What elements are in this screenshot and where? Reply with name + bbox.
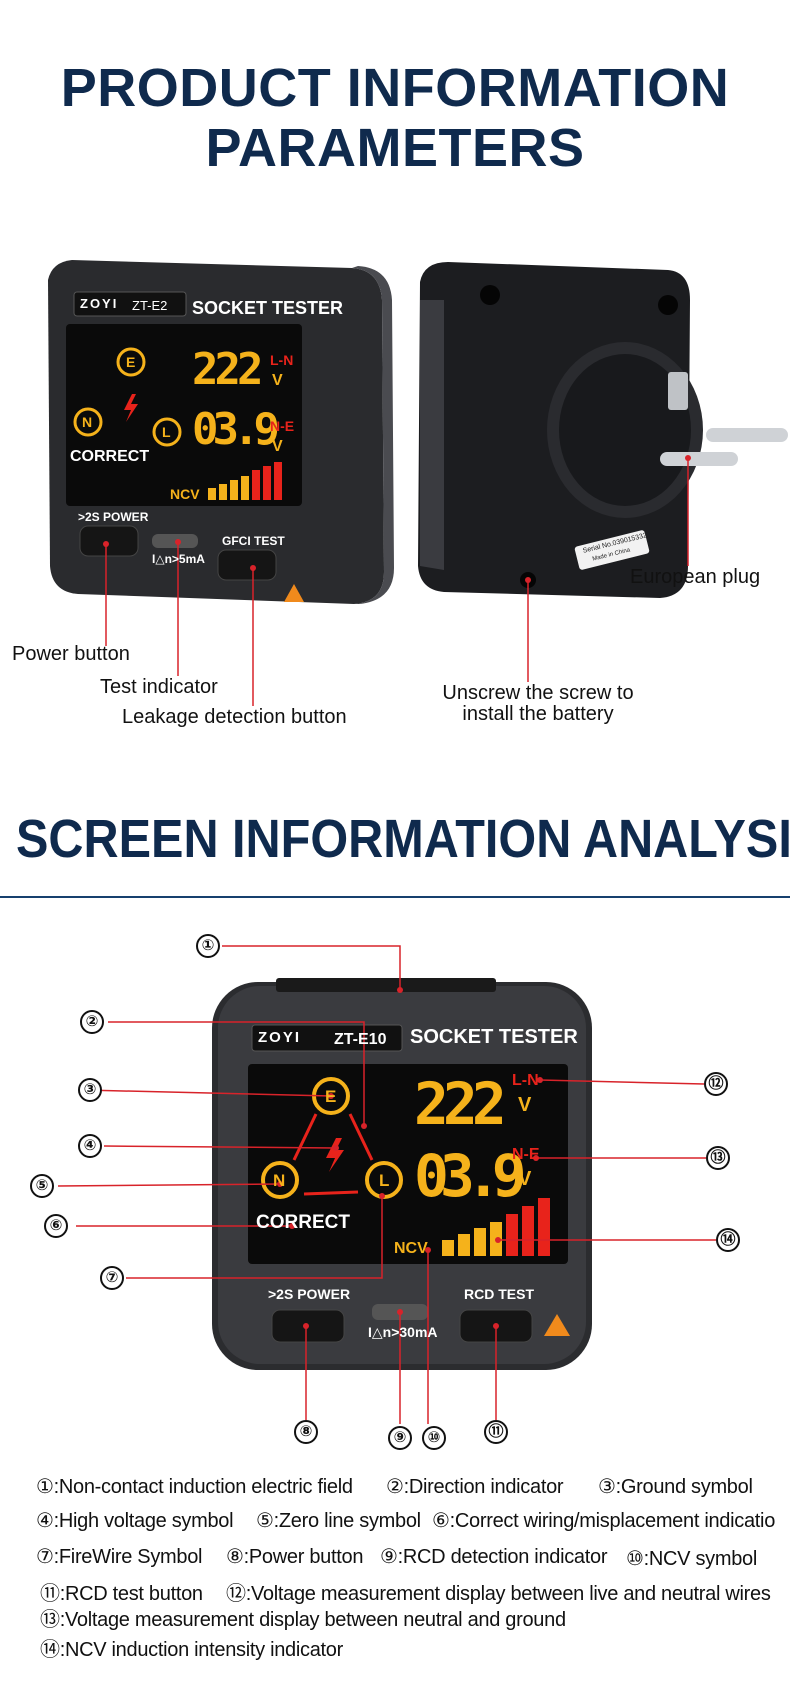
front-leak-label: I△n>5mA — [152, 552, 205, 566]
legend-item-14: ⑭:NCV induction intensity indicator — [40, 1639, 343, 1661]
front-status: CORRECT — [70, 448, 150, 465]
screen-reading-ne: 03.9 — [414, 1142, 527, 1210]
marker-7: ⑦ — [100, 1266, 124, 1290]
section-divider — [0, 896, 790, 898]
front-ncv-bars — [208, 462, 282, 500]
product-callout-lines — [105, 458, 689, 706]
front-reading-ne: 03.9 — [192, 404, 280, 455]
marker-8: ⑧ — [294, 1420, 318, 1444]
front-neutral-letter: N — [82, 414, 93, 430]
legend-item-2: ②:Direction indicator — [386, 1476, 564, 1498]
marker-14: ⑭ — [716, 1228, 740, 1252]
screen-neutral-icon — [261, 1161, 299, 1199]
marker-10: ⑩ — [422, 1426, 446, 1450]
legend-item-11: ⑪:RCD test button — [40, 1583, 203, 1605]
front-neutral-icon — [73, 407, 103, 437]
screen-label-ne: N-E — [512, 1146, 540, 1163]
callout-leakage-button: Leakage detection button — [122, 706, 347, 728]
legend-item-3: ③:Ground symbol — [598, 1476, 753, 1498]
marker-11: ⑪ — [484, 1420, 508, 1444]
front-warning-icon — [284, 584, 304, 602]
marker-5: ⑤ — [30, 1174, 54, 1198]
marker-3: ③ — [78, 1078, 102, 1102]
front-ncv-label: NCV — [170, 486, 200, 502]
callout-test-indicator: Test indicator — [100, 676, 218, 698]
screen-leak-label: I△n>30mA — [368, 1324, 438, 1340]
screen-reading-ln: 222 — [414, 1070, 507, 1138]
product-title-line2: PARAMETERS — [205, 118, 585, 178]
legend-item-13: ⑬:Voltage measurement display between ne… — [40, 1609, 566, 1631]
front-high-voltage-icon — [124, 394, 138, 422]
screen-neutral-letter: N — [273, 1171, 286, 1190]
marker-6: ⑥ — [44, 1214, 68, 1238]
screen-high-voltage-icon — [326, 1138, 344, 1172]
legend-item-7: ⑦:FireWire Symbol — [36, 1546, 203, 1568]
front-brand: ZOYI — [80, 296, 119, 311]
front-brand-plate — [73, 291, 187, 317]
screen-live-letter: L — [379, 1171, 390, 1190]
marker-13: ⑬ — [706, 1146, 730, 1170]
european-plug-pins — [660, 372, 788, 466]
callout-battery-line1: Unscrew the screw to — [442, 682, 634, 704]
front-power-button[interactable] — [79, 525, 139, 557]
front-test-indicator — [152, 534, 198, 548]
front-gfci-test-button[interactable] — [217, 549, 277, 581]
legend-item-4: ④:High voltage symbol — [36, 1510, 234, 1532]
front-label-ln: L-N — [270, 352, 294, 368]
front-live-letter: L — [162, 424, 171, 440]
front-test-label: GFCI TEST — [222, 534, 285, 548]
front-ground-letter: E — [126, 354, 136, 370]
legend-item-9: ⑨:RCD detection indicator — [380, 1546, 608, 1568]
back-tester-housing — [418, 262, 703, 598]
marker-2: ② — [80, 1010, 104, 1034]
screen-warning-icon — [544, 1314, 570, 1336]
front-unit-1: V — [272, 372, 283, 389]
marker-12: ⑫ — [704, 1072, 728, 1096]
legend-item-10: ⑩:NCV symbol — [626, 1548, 758, 1570]
screen-model: ZT-E10 — [334, 1031, 387, 1048]
front-unit-2: V — [272, 438, 283, 455]
product-title-line1: PRODUCT INFORMATION — [60, 58, 730, 118]
screen-status: CORRECT — [256, 1212, 350, 1233]
legend-item-12: ⑫:Voltage measurement display between li… — [226, 1583, 771, 1605]
legend-item-8: ⑧:Power button — [226, 1546, 364, 1568]
legend-item-1: ①:Non-contact induction electric field — [36, 1476, 353, 1498]
serial-label — [574, 530, 650, 570]
front-tester-housing — [48, 260, 394, 604]
marker-4: ④ — [78, 1134, 102, 1158]
legend-item-5: ⑤:Zero line symbol — [256, 1510, 421, 1532]
front-ground-icon — [116, 347, 146, 377]
screen-ncv-label: NCV — [394, 1240, 428, 1257]
front-power-label: >2S POWER — [78, 510, 149, 524]
screen-power-label: >2S POWER — [268, 1286, 351, 1302]
marker-9: ⑨ — [388, 1426, 412, 1450]
screen-brand: ZOYI — [258, 1029, 302, 1046]
callout-power-button: Power button — [12, 643, 130, 665]
front-model: ZT-E2 — [132, 298, 168, 313]
screen-ground-letter: E — [325, 1087, 337, 1106]
screen-ncv-bars — [442, 1198, 550, 1256]
marker-1: ① — [196, 934, 220, 958]
callout-european-plug: European plug — [630, 566, 761, 588]
screen-direction-arrows — [292, 1113, 374, 1196]
screen-analysis-title: SCREEN INFORMATION ANALYSIS — [16, 809, 790, 869]
screen-label-ln: L-N — [512, 1072, 539, 1089]
screen-callout-lines — [57, 945, 716, 1424]
screen-device-name: SOCKET TESTER — [410, 1026, 578, 1048]
front-lcd-screen — [66, 324, 302, 506]
front-device-name: SOCKET TESTER — [192, 298, 344, 318]
screen-test-label: RCD TEST — [464, 1286, 534, 1302]
screen-unit-2: V — [518, 1168, 532, 1190]
callout-battery-line2: install the battery — [462, 703, 614, 725]
front-reading-ln: 222 — [192, 344, 264, 395]
front-label-ne: N-E — [270, 418, 295, 434]
screen-unit-1: V — [518, 1094, 532, 1116]
legend-item-6: ⑥:Correct wiring/misplacement indicatio — [432, 1510, 776, 1532]
front-live-icon — [152, 417, 182, 447]
